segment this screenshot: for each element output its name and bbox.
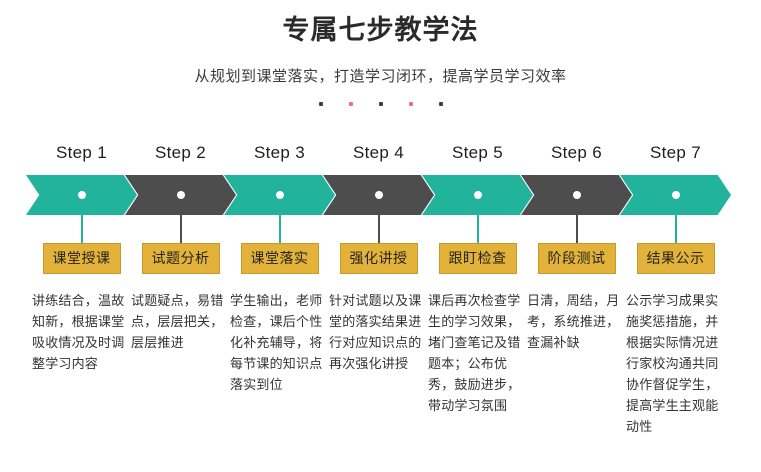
connector-line (377, 215, 380, 245)
chevron-arrow-icon[interactable] (422, 175, 533, 215)
arrow-center-dot-icon (572, 191, 581, 199)
arrow-center-dot-icon (176, 191, 185, 199)
step-column-7[interactable]: Step 7 结果公示公示学习成果实施奖惩措施，并根据实际情况进行家校沟通共同协作… (620, 140, 731, 434)
step-description: 试题疑点，易错点，层层把关，层层推进 (131, 293, 224, 350)
step-title: Step 2 (155, 143, 206, 162)
arrow-wrapper (521, 175, 632, 215)
step-chip-label[interactable]: 课堂落实 (240, 243, 319, 274)
step-column-1[interactable]: Step 1 课堂授课讲练结合，温故知新，根据课堂吸收情况及时调整学习内容 (26, 140, 137, 371)
decorative-dot (318, 102, 323, 107)
step-title: Step 3 (254, 143, 305, 162)
connector-line (575, 215, 578, 245)
decorative-dot (378, 102, 383, 107)
decorative-dot (348, 102, 353, 107)
decorative-dot (438, 102, 443, 107)
arrow-center-dot-icon (77, 191, 86, 199)
step-chip-label[interactable]: 强化讲授 (339, 243, 418, 274)
arrow-wrapper (26, 175, 137, 215)
page-subtitle: 从规划到课堂落实，打造学习闭环，提高学员学习效率 (194, 68, 567, 86)
step-column-3[interactable]: Step 3 课堂落实学生输出，老师检查，课后个性化补充辅导，将每节课的知识点落实… (224, 140, 335, 392)
chevron-arrow-icon[interactable] (521, 175, 632, 215)
step-column-4[interactable]: Step 4 强化讲授针对试题以及课堂的落实结果进行对应知识点的再次强化讲授 (323, 140, 434, 371)
step-description: 日清，周结，月考，系统推进，查漏补缺 (527, 293, 620, 350)
arrow-wrapper (620, 175, 731, 215)
step-title: Step 1 (56, 143, 107, 162)
arrow-wrapper (125, 175, 236, 215)
chevron-arrow-icon[interactable] (620, 175, 731, 215)
arrow-center-dot-icon (473, 191, 482, 199)
chevron-arrow-icon[interactable] (26, 175, 137, 215)
connector-line (278, 215, 281, 245)
header: 专属七步教学法 从规划到课堂落实，打造学习闭环，提高学员学习效率 (0, 0, 761, 107)
step-description: 针对试题以及课堂的落实结果进行对应知识点的再次强化讲授 (329, 293, 422, 371)
step-column-2[interactable]: Step 2 试题分析试题疑点，易错点，层层把关，层层推进 (125, 140, 236, 350)
arrow-center-dot-icon (671, 191, 680, 199)
arrow-center-dot-icon (275, 191, 284, 199)
step-description: 课后再次检查学生的学习效果，堵门查笔记及错题本；公布优秀，鼓励进步，带动学习氛围 (428, 293, 521, 413)
arrow-wrapper (422, 175, 533, 215)
step-description: 学生输出，老师检查，课后个性化补充辅导，将每节课的知识点落实到位 (230, 293, 323, 392)
chevron-arrow-icon[interactable] (224, 175, 335, 215)
step-chip-label[interactable]: 结果公示 (636, 243, 715, 274)
connector-line (80, 215, 83, 245)
step-description: 讲练结合，温故知新，根据课堂吸收情况及时调整学习内容 (32, 293, 125, 371)
step-column-6[interactable]: Step 6 阶段测试日清，周结，月考，系统推进，查漏补缺 (521, 140, 632, 350)
connector-line (674, 215, 677, 245)
decorative-dot-row (0, 102, 761, 107)
step-chip-label[interactable]: 跟盯检查 (438, 243, 517, 274)
step-title: Step 6 (551, 143, 602, 162)
arrow-wrapper (224, 175, 335, 215)
arrow-wrapper (323, 175, 434, 215)
step-chip-label[interactable]: 课堂授课 (42, 243, 121, 274)
chevron-arrow-icon[interactable] (125, 175, 236, 215)
step-column-5[interactable]: Step 5 跟盯检查课后再次检查学生的学习效果，堵门查笔记及错题本；公布优秀，鼓… (422, 140, 533, 413)
step-title: Step 5 (452, 143, 503, 162)
step-chip-label[interactable]: 阶段测试 (537, 243, 616, 274)
step-chip-label[interactable]: 试题分析 (141, 243, 220, 274)
step-description: 公示学习成果实施奖惩措施，并根据实际情况进行家校沟通共同协作督促学生，提高学生主… (626, 293, 719, 434)
decorative-dot (408, 102, 413, 107)
arrow-center-dot-icon (374, 191, 383, 199)
connector-line (476, 215, 479, 245)
step-title: Step 7 (650, 143, 701, 162)
step-title: Step 4 (353, 143, 404, 162)
chevron-arrow-icon[interactable] (323, 175, 434, 215)
page-title: 专属七步教学法 (282, 15, 479, 45)
connector-line (179, 215, 182, 245)
